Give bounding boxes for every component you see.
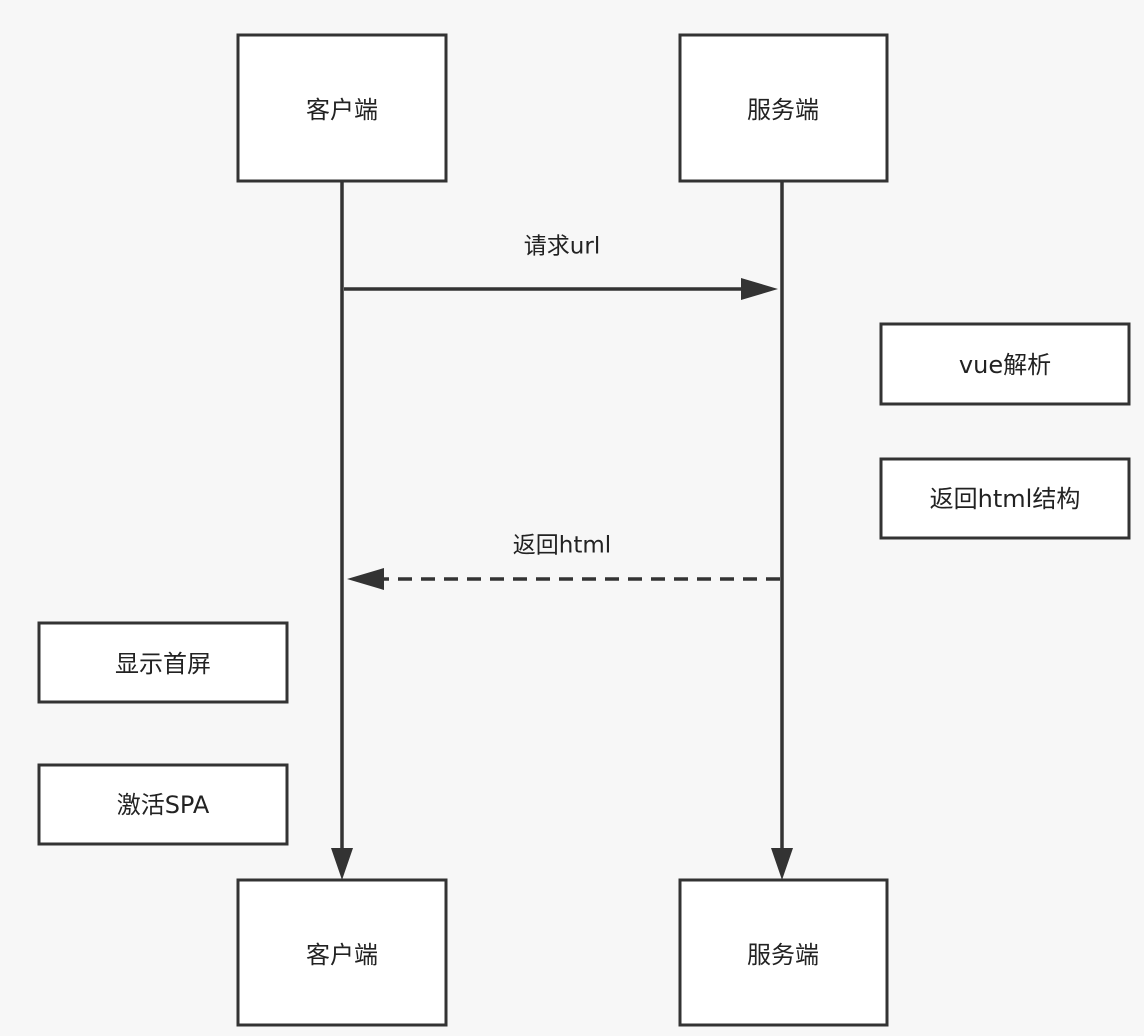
response-message-arrowhead [347, 568, 384, 590]
note-show-first-screen-label: 显示首屏 [115, 650, 211, 678]
server-box-bottom-label: 服务端 [747, 941, 819, 969]
note-vue-parse: vue解析 [879, 322, 1131, 406]
server-box-top: 服务端 [678, 33, 889, 183]
client-box-bottom: 客户端 [236, 878, 448, 1027]
server-box-top-label: 服务端 [747, 96, 819, 124]
server-lifeline-arrowhead [771, 848, 793, 880]
note-show-first-screen: 显示首屏 [37, 621, 289, 704]
note-return-structure: 返回html结构 [879, 457, 1131, 540]
note-return-structure-label: 返回html结构 [930, 485, 1081, 513]
note-vue-parse-label: vue解析 [959, 351, 1051, 379]
client-box-top-label: 客户端 [306, 96, 378, 124]
client-box-top: 客户端 [236, 33, 448, 183]
note-activate-spa: 激活SPA [37, 763, 289, 846]
server-box-bottom: 服务端 [678, 878, 889, 1027]
client-box-bottom-label: 客户端 [306, 941, 378, 969]
client-lifeline-arrowhead [331, 848, 353, 880]
note-activate-spa-label: 激活SPA [117, 791, 210, 819]
request-message-arrowhead [741, 278, 778, 300]
request-message-label: 请求url [524, 234, 600, 260]
response-message-label: 返回html [513, 533, 611, 559]
